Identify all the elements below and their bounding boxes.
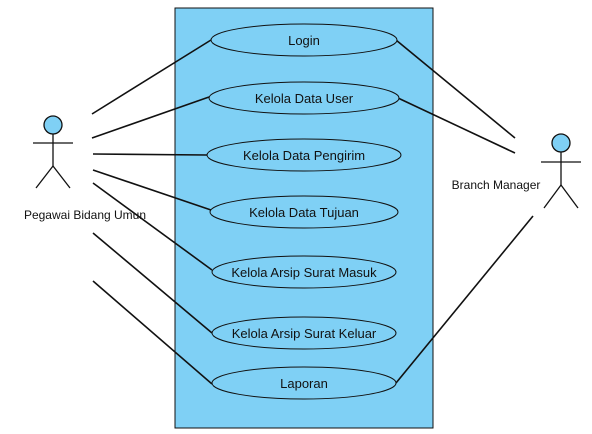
use-case-ellipse bbox=[208, 81, 400, 115]
assoc-left-kelola-data-tujuan bbox=[92, 169, 212, 211]
assoc-left-kelola-arsip-surat-masuk bbox=[92, 182, 213, 271]
actor-right[interactable]: Branch Manager bbox=[452, 133, 581, 209]
use-case-label: Login bbox=[288, 33, 320, 48]
use-case-ellipse bbox=[211, 366, 397, 400]
left-associations bbox=[91, 39, 213, 385]
use-case-ellipse bbox=[209, 195, 399, 229]
use-case-ellipse bbox=[211, 255, 397, 289]
assoc-right-kelola-data-user bbox=[397, 97, 516, 154]
actor-name: Pegawai Bidang Umun bbox=[24, 208, 146, 222]
assoc-right-laporan bbox=[395, 215, 534, 384]
stick-figure-icon bbox=[33, 115, 73, 189]
use-case-label: Kelola Data Tujuan bbox=[249, 205, 359, 220]
right-associations bbox=[395, 39, 534, 384]
use-case-label: Kelola Data User bbox=[255, 91, 354, 106]
use-case-kelola-data-pengirim[interactable]: Kelola Data Pengirim bbox=[206, 138, 402, 172]
use-case-ellipse bbox=[206, 138, 402, 172]
assoc-left-laporan bbox=[92, 280, 213, 385]
use-case-label: Kelola Data Pengirim bbox=[243, 148, 365, 163]
actor-name: Branch Manager bbox=[452, 178, 541, 192]
assoc-right-login bbox=[395, 39, 516, 139]
assoc-left-login bbox=[91, 39, 212, 115]
assoc-left-kelola-data-pengirim bbox=[92, 153, 208, 156]
assoc-left-kelola-data-user bbox=[91, 96, 210, 139]
use-case-ellipse bbox=[210, 23, 398, 57]
use-case-label: Kelola Arsip Surat Masuk bbox=[231, 265, 377, 280]
use-case-label: Laporan bbox=[280, 376, 328, 391]
assoc-left-kelola-arsip-surat-keluar bbox=[92, 232, 213, 334]
use-case-ellipse bbox=[211, 316, 397, 350]
use-case-label: Kelola Arsip Surat Keluar bbox=[232, 326, 377, 341]
stick-figure-icon bbox=[541, 133, 581, 209]
use-case-login[interactable]: Login bbox=[210, 23, 398, 57]
use-case-kelola-arsip-surat-keluar[interactable]: Kelola Arsip Surat Keluar bbox=[211, 316, 397, 350]
use-case-kelola-data-user[interactable]: Kelola Data User bbox=[208, 81, 400, 115]
actor-left[interactable]: Pegawai Bidang Umun bbox=[24, 115, 146, 222]
use-case-laporan[interactable]: Laporan bbox=[211, 366, 397, 400]
use-case-kelola-data-tujuan[interactable]: Kelola Data Tujuan bbox=[209, 195, 399, 229]
use-case-kelola-arsip-surat-masuk[interactable]: Kelola Arsip Surat Masuk bbox=[211, 255, 397, 289]
